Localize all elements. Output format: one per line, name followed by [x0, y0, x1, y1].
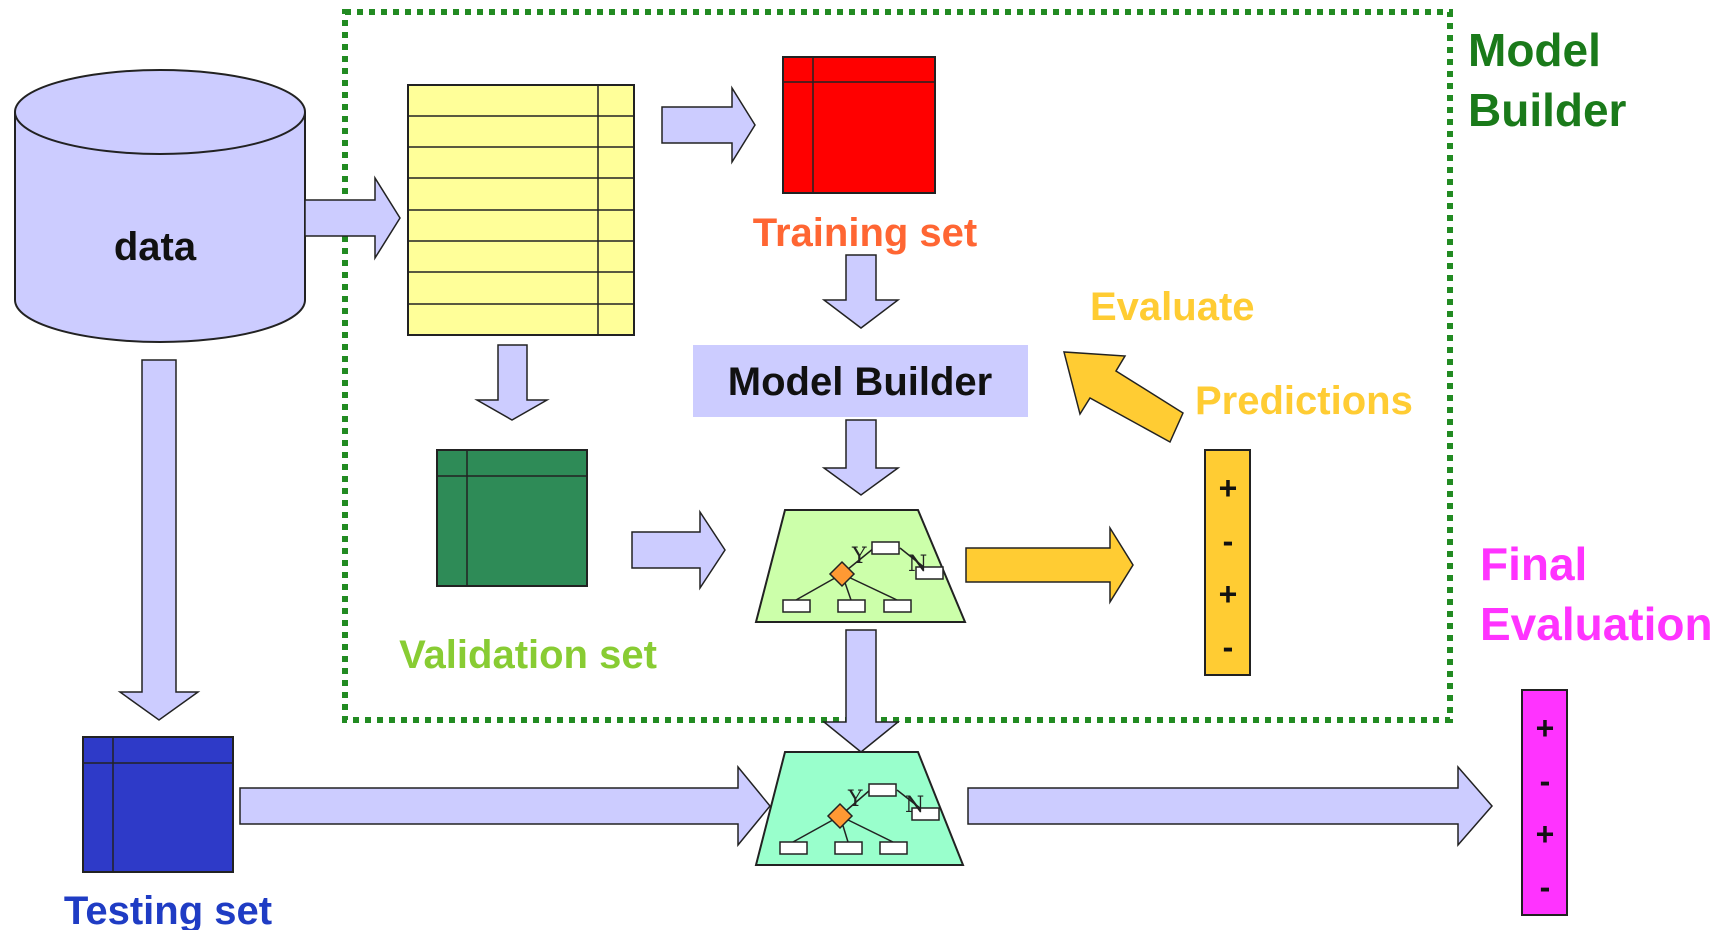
training-set-label: Training set [753, 211, 978, 255]
data-table [407, 84, 635, 336]
model-builder-group-label-line2: Builder [1468, 84, 1627, 136]
final-evaluation-label-line1: Final [1480, 538, 1587, 590]
model-builder-group-label-line1: Model [1468, 24, 1601, 76]
final-tree-yes-label: Y [847, 787, 863, 812]
arrow-predictions-to-evaluate [1063, 351, 1184, 444]
decision-tree-model: Y N [754, 509, 967, 623]
arrow-data-to-table [304, 175, 401, 261]
arrow-validation-to-tree [631, 509, 726, 591]
data-label: data [114, 225, 197, 269]
prediction-sign-1: + [1219, 470, 1238, 506]
arrow-training-to-builder [821, 254, 901, 329]
arrow-table-to-validation [474, 344, 550, 421]
evaluate-label: Evaluate [1090, 285, 1255, 329]
training-set-table [782, 56, 936, 194]
testing-set-table [82, 736, 234, 873]
validation-set-label: Validation set [399, 633, 657, 677]
prediction-sign-4: - [1223, 629, 1234, 665]
validation-set-table [436, 449, 588, 587]
predictions-label: Predictions [1195, 379, 1413, 423]
final-sign-2: - [1540, 763, 1551, 799]
arrow-tree-to-predictions [965, 525, 1134, 605]
final-sign-4: - [1540, 869, 1551, 905]
model-builder-group-border [342, 9, 1453, 723]
data-cylinder: data [14, 69, 306, 343]
final-sign-1: + [1536, 710, 1555, 746]
final-evaluation-label-line2: Evaluation [1480, 598, 1713, 650]
tree-no-label: N [908, 552, 927, 577]
model-builder-box-label: Model Builder [728, 360, 992, 404]
decision-tree-final: Y N [754, 751, 965, 866]
final-evaluation-bar: + - + - [1521, 689, 1568, 916]
arrow-testing-to-final-tree [239, 764, 771, 848]
model-builder-box [693, 345, 1028, 417]
arrow-data-to-testing [117, 359, 201, 721]
arrow-model-to-final-tree [821, 629, 901, 753]
arrow-table-to-training [661, 85, 756, 165]
final-sign-3: + [1536, 816, 1555, 852]
prediction-sign-2: - [1223, 523, 1234, 559]
testing-set-label: Testing set [64, 889, 272, 930]
final-tree-no-label: N [905, 793, 924, 818]
arrow-builder-to-tree [821, 419, 901, 496]
prediction-sign-3: + [1219, 576, 1238, 612]
predictions-bar: + - + - [1204, 449, 1251, 676]
arrow-to-final-evaluation [967, 764, 1493, 848]
tree-yes-label: Y [851, 544, 867, 569]
